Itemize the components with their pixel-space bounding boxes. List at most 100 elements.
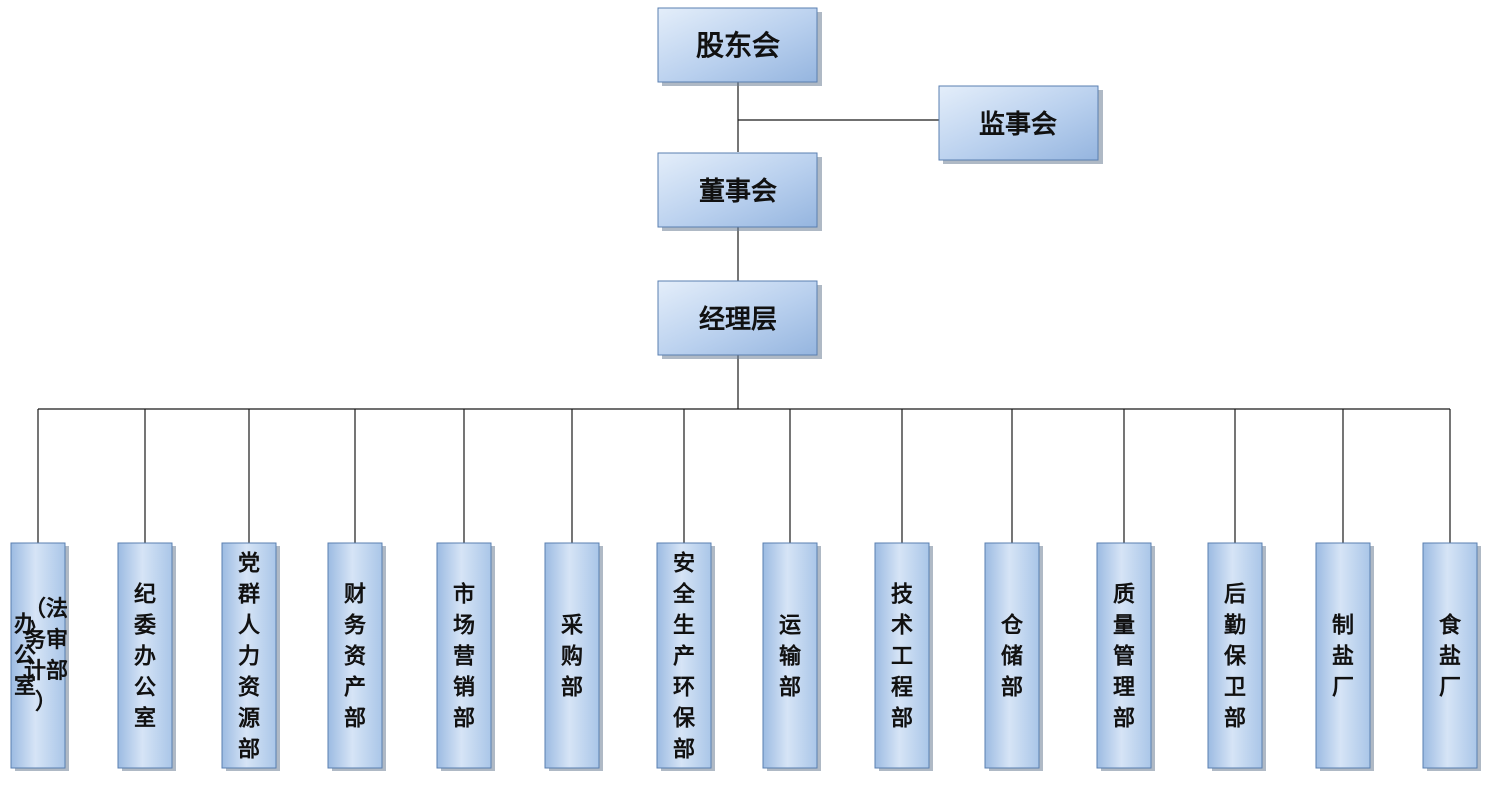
node-management[interactable]: 经理层 <box>657 280 822 359</box>
department-box <box>544 542 600 769</box>
node-management-label: 经理层 <box>699 304 777 335</box>
department-transport[interactable]: 运输部 <box>762 542 821 771</box>
department-label-char: 部 <box>891 706 913 732</box>
department-label-char: 纪 <box>134 582 156 608</box>
department-box <box>762 542 818 769</box>
department-label-char: 环 <box>673 676 695 701</box>
department-box <box>10 542 66 769</box>
department-box <box>1096 542 1152 769</box>
department-label-char: 术 <box>891 614 913 639</box>
department-label-char: 务审 <box>24 627 68 653</box>
department-label-char: 技 <box>891 583 914 608</box>
department-box <box>327 542 383 769</box>
department-procurement[interactable]: 采购部 <box>544 542 603 771</box>
department-label-char: 食 <box>1439 613 1462 639</box>
department-label-char: 管 <box>1113 644 1135 670</box>
department-label-char: 群 <box>238 582 260 608</box>
node-board[interactable]: 董事会 <box>657 152 822 231</box>
department-label-char: 资 <box>238 676 260 701</box>
department-label-char: 人 <box>238 614 260 639</box>
department-label-char: 公 <box>134 676 156 701</box>
department-box <box>984 542 1040 769</box>
department-label-char: 产 <box>673 645 695 670</box>
department-salt-plant[interactable]: 制盐厂 <box>1315 542 1374 771</box>
department-label-char: 产 <box>344 676 366 701</box>
department-label-char: 部 <box>561 675 583 701</box>
department-label-char: 部 <box>344 706 366 732</box>
department-box <box>874 542 930 769</box>
department-label-char: 部 <box>673 737 695 763</box>
department-box <box>436 542 492 769</box>
department-label-char: 储 <box>1001 644 1023 670</box>
department-label-char: 部 <box>453 706 475 732</box>
department-label-char: 理 <box>1113 676 1135 701</box>
department-label-char: ） <box>35 690 57 715</box>
department-row: （法务审计部）办公室纪委办公室党群人力资源部财务资产部市场营销部采购部安全生产环… <box>10 542 1481 771</box>
department-label-char: 财 <box>344 583 366 608</box>
department-label-char: 部 <box>1001 675 1023 701</box>
department-label-char: 保 <box>1223 645 1247 670</box>
department-label-char: 部 <box>1113 706 1135 732</box>
department-label-char: 务 <box>344 614 367 639</box>
department-label-char: 质 <box>1113 583 1135 608</box>
department-warehouse[interactable]: 仓储部 <box>984 542 1043 771</box>
department-label-char: 生 <box>673 614 695 639</box>
connectors <box>37 82 1451 543</box>
department-label-char: 厂 <box>1332 676 1354 701</box>
department-label-char: 营 <box>453 645 475 670</box>
department-label-char: 销 <box>453 676 475 701</box>
department-label-char: 室 <box>134 706 156 732</box>
department-label-char: 室 <box>14 674 36 700</box>
department-label-char: 勤 <box>1224 613 1246 639</box>
department-label-char: 委 <box>134 614 156 639</box>
node-shareholders-label: 股东会 <box>696 29 780 62</box>
department-drop-lines <box>37 409 1451 543</box>
department-label-char: 购 <box>561 644 583 670</box>
department-label-char: 公 <box>14 644 36 669</box>
node-board-label: 董事会 <box>699 177 777 207</box>
department-box <box>117 542 173 769</box>
department-box <box>1315 542 1371 769</box>
department-label-char: 力 <box>238 645 260 670</box>
department-label-char: 制 <box>1332 614 1354 639</box>
department-label-char: 市 <box>453 582 475 608</box>
department-label-char: 输 <box>779 644 802 670</box>
node-supervisors[interactable]: 监事会 <box>938 85 1103 164</box>
department-box <box>656 542 712 769</box>
department-label-char: 盐 <box>1439 645 1461 670</box>
department-label-char: 量 <box>1113 614 1135 639</box>
department-label-char: 计部 <box>24 658 68 684</box>
department-label-char: 采 <box>561 614 583 639</box>
node-shareholders[interactable]: 股东会 <box>657 7 822 86</box>
department-label-char: 全 <box>672 582 696 608</box>
department-label-char: 运 <box>779 614 801 639</box>
department-label-char: 厂 <box>1439 676 1461 701</box>
department-box <box>1422 542 1478 769</box>
department-label-char: 党 <box>238 552 260 577</box>
department-label-char: 安 <box>673 551 695 577</box>
department-label-char: 程 <box>891 676 913 701</box>
department-label-char: 资 <box>344 645 366 670</box>
department-label-char: 仓 <box>1000 613 1024 639</box>
department-label-char: （法 <box>24 597 68 622</box>
node-supervisors-label: 监事会 <box>979 110 1057 140</box>
department-label-char: 后 <box>1224 583 1246 608</box>
department-edible-salt-plant[interactable]: 食盐厂 <box>1422 542 1481 771</box>
department-label-char: 卫 <box>1224 676 1246 701</box>
department-label-char: 办 <box>14 613 36 638</box>
department-label-char: 源 <box>238 707 260 732</box>
department-label-char: 部 <box>238 737 260 763</box>
department-label-char: 工 <box>891 645 913 670</box>
department-label-char: 盐 <box>1332 645 1354 670</box>
department-label-char: 部 <box>779 675 801 701</box>
